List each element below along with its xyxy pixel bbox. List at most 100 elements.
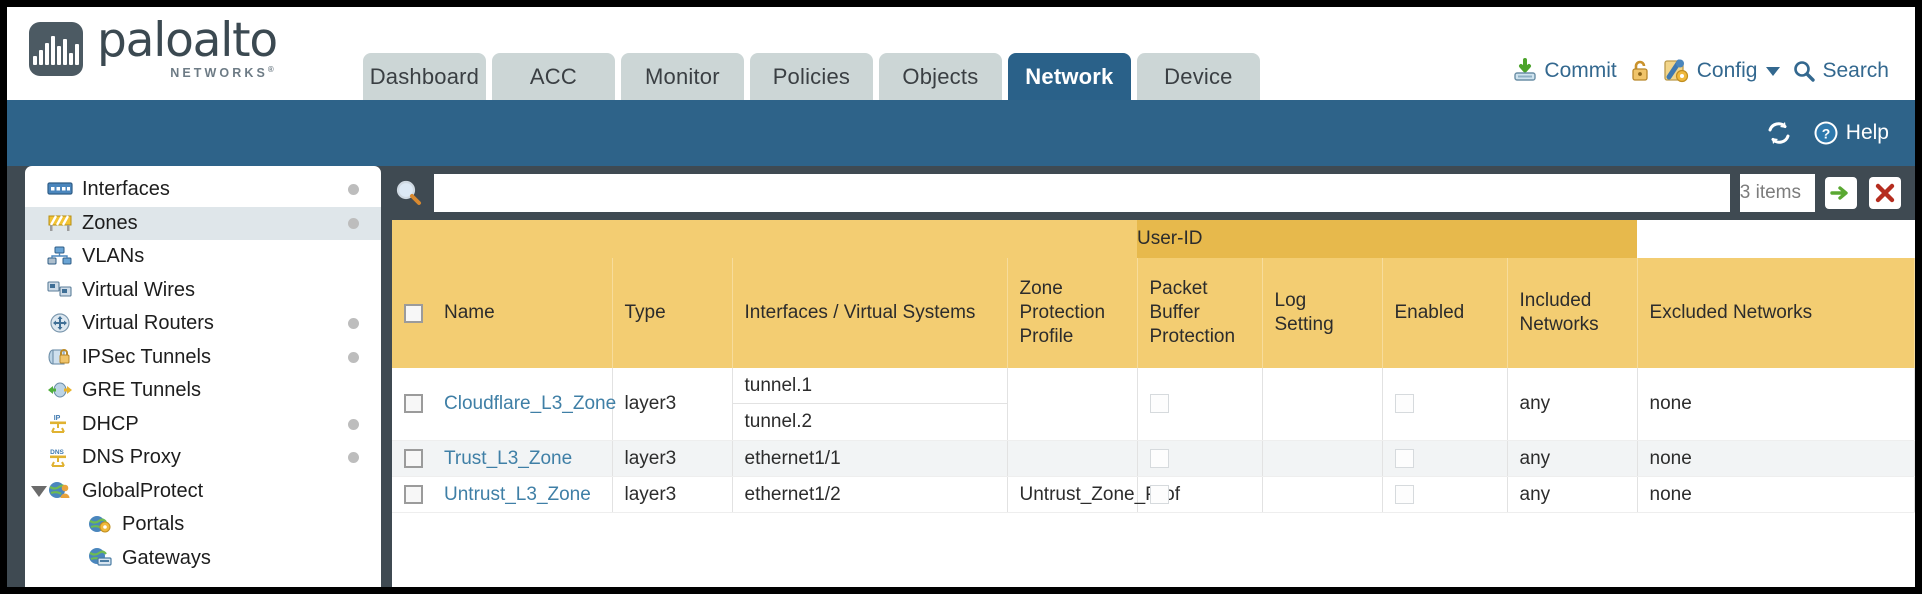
- userid-enabled-checkbox[interactable]: [1394, 448, 1414, 468]
- commit-button[interactable]: Commit: [1512, 58, 1617, 84]
- filter-bar: 3 items: [392, 166, 1915, 220]
- col-header-type[interactable]: Type: [612, 258, 733, 368]
- sidebar-item-label: Interfaces: [82, 178, 170, 201]
- row-checkbox[interactable]: [404, 448, 423, 468]
- red-x-clear-icon: [1875, 183, 1895, 203]
- row-select-cell: [392, 440, 432, 477]
- tab-acc[interactable]: ACC: [491, 53, 615, 100]
- cell-zone-protection-profile: [1007, 368, 1138, 441]
- sidebar-item-dns-proxy[interactable]: DNS DNS Proxy: [25, 441, 381, 475]
- top-bar: paloalto NETWORKS® Dashboard ACC Monitor…: [7, 7, 1915, 100]
- row-checkbox[interactable]: [404, 394, 423, 414]
- zone-name-link[interactable]: Cloudflare_L3_Zone: [444, 393, 617, 414]
- search-filter-icon: [394, 178, 424, 208]
- tab-device[interactable]: Device: [1136, 53, 1260, 100]
- table-row[interactable]: Trust_L3_Zone layer3 ethernet1/1: [392, 440, 1915, 477]
- sidebar-item-dhcp[interactable]: IP DHCP: [25, 408, 381, 442]
- col-header-name[interactable]: Name: [432, 258, 613, 368]
- sidebar-item-interfaces[interactable]: Interfaces: [25, 173, 381, 207]
- svg-text:DNS: DNS: [50, 449, 64, 456]
- search-button[interactable]: Search: [1792, 59, 1889, 83]
- tab-network[interactable]: Network: [1007, 53, 1131, 100]
- status-dot: [348, 318, 359, 330]
- interfaces-icon: [47, 179, 73, 201]
- table-row[interactable]: Untrust_L3_Zone layer3 ethernet1/2 Untru…: [392, 476, 1915, 513]
- sidebar-item-ipsec-tunnels[interactable]: IPSec Tunnels: [25, 341, 381, 375]
- col-header-log-setting[interactable]: Log Setting: [1262, 258, 1383, 368]
- tab-monitor[interactable]: Monitor: [620, 53, 744, 100]
- search-magnifier-icon: [1794, 61, 1816, 82]
- col-header-packet-buffer-protection[interactable]: Packet Buffer Protection: [1137, 258, 1263, 368]
- sidebar-item-label: GlobalProtect: [82, 479, 204, 502]
- zones-icon: [47, 212, 73, 234]
- cell-log-setting: [1262, 368, 1383, 441]
- sidebar-item-label: Portals: [122, 513, 185, 536]
- tab-objects[interactable]: Objects: [878, 53, 1002, 100]
- help-question-icon: ?: [1814, 121, 1838, 145]
- zones-table-body: Cloudflare_L3_Zone layer3 tunnel.1 tunne…: [392, 368, 1915, 513]
- cell-name: Untrust_L3_Zone: [432, 476, 613, 513]
- expander-collapse-icon[interactable]: [31, 485, 47, 497]
- select-all-checkbox[interactable]: [404, 303, 423, 323]
- col-header-zone-protection-profile[interactable]: Zone Protection Profile: [1007, 258, 1138, 368]
- commit-download-icon: [1514, 58, 1537, 81]
- cell-userid-enabled: [1382, 476, 1508, 513]
- sidebar-item-portals[interactable]: Portals: [25, 508, 381, 542]
- brand-subtitle: NETWORKS®: [170, 65, 277, 81]
- row-checkbox[interactable]: [404, 484, 423, 504]
- gre-tunnels-icon: [47, 380, 73, 402]
- virtual-routers-icon: [47, 313, 73, 335]
- sidebar-item-virtual-wires[interactable]: Virtual Wires: [25, 274, 381, 308]
- cell-name: Trust_L3_Zone: [432, 440, 613, 477]
- ipsec-tunnels-icon: [47, 346, 73, 368]
- sidebar-item-label: Virtual Routers: [82, 312, 214, 335]
- config-menu[interactable]: Config: [1663, 58, 1781, 84]
- lock-button[interactable]: [1629, 58, 1651, 84]
- status-dot: [348, 418, 359, 430]
- search-input[interactable]: [434, 174, 1730, 212]
- col-header-excluded-networks[interactable]: Excluded Networks: [1637, 258, 1915, 368]
- top-toolbar: Commit Config: [1512, 58, 1915, 100]
- cell-packet-buffer-protection: [1137, 368, 1263, 441]
- table-row[interactable]: Cloudflare_L3_Zone layer3 tunnel.1 tunne…: [392, 368, 1915, 441]
- refresh-button[interactable]: [1765, 119, 1793, 147]
- zones-table: User-ID Name Type Interfaces / Virtual S…: [392, 220, 1915, 513]
- cell-excluded-networks: none: [1637, 368, 1915, 441]
- globalprotect-icon: [47, 480, 73, 502]
- cell-interfaces: ethernet1/1: [732, 440, 1008, 477]
- apply-filter-button[interactable]: [1825, 177, 1857, 209]
- help-button[interactable]: ? Help: [1813, 120, 1889, 146]
- clear-filter-button[interactable]: [1869, 177, 1901, 209]
- zone-name-link[interactable]: Untrust_L3_Zone: [444, 483, 591, 505]
- col-header-interfaces[interactable]: Interfaces / Virtual Systems: [732, 258, 1008, 368]
- sidebar-item-globalprotect[interactable]: GlobalProtect: [25, 475, 381, 509]
- userid-enabled-checkbox[interactable]: [1394, 394, 1414, 414]
- tab-dashboard[interactable]: Dashboard: [362, 53, 486, 100]
- col-header-enabled[interactable]: Enabled: [1382, 258, 1508, 368]
- zone-name-link[interactable]: Trust_L3_Zone: [444, 447, 573, 469]
- interface-entry: tunnel.2: [744, 411, 813, 432]
- config-wrench-icon: [1664, 59, 1688, 83]
- row-select-cell: [392, 476, 432, 513]
- col-header-included-networks[interactable]: Included Networks: [1507, 258, 1638, 368]
- sidebar-item-zones[interactable]: Zones: [25, 206, 381, 240]
- commit-label: Commit: [1544, 59, 1617, 82]
- userid-enabled-checkbox[interactable]: [1394, 484, 1414, 504]
- cell-userid-enabled: [1382, 440, 1508, 477]
- sidebar-item-label: DHCP: [82, 412, 139, 435]
- packet-buffer-protection-checkbox[interactable]: [1149, 484, 1169, 504]
- tab-policies[interactable]: Policies: [749, 53, 873, 100]
- cell-zone-protection-profile: Untrust_Zone_Prof: [1007, 476, 1180, 513]
- cell-type: layer3: [612, 476, 733, 513]
- sidebar-item-gateways[interactable]: Gateways: [25, 542, 381, 576]
- sidebar-item-vlans[interactable]: VLANs: [25, 240, 381, 274]
- group-header-row: User-ID: [392, 220, 1915, 258]
- help-label: Help: [1845, 121, 1889, 144]
- search-label: Search: [1822, 59, 1889, 82]
- packet-buffer-protection-checkbox[interactable]: [1149, 448, 1169, 468]
- virtual-wires-icon: [47, 279, 73, 301]
- sidebar-item-virtual-routers[interactable]: Virtual Routers: [25, 307, 381, 341]
- packet-buffer-protection-checkbox[interactable]: [1149, 394, 1169, 414]
- sidebar-item-gre-tunnels[interactable]: GRE Tunnels: [25, 374, 381, 408]
